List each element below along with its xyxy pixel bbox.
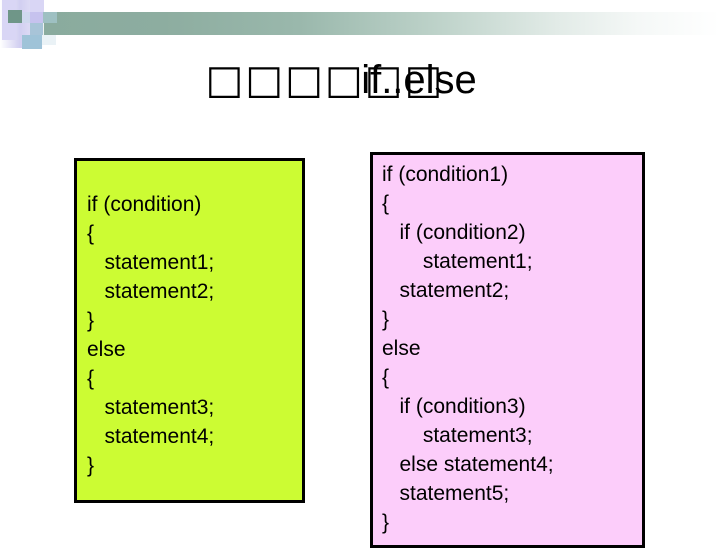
- code-line: {: [87, 367, 95, 390]
- square-teal-overlap: [43, 12, 57, 23]
- code-line: }: [382, 308, 390, 331]
- square-lavender-mid: [30, 12, 43, 23]
- code-line: else: [382, 337, 421, 360]
- square-steelblue-a: [30, 23, 43, 35]
- code-block-if-else-simple: if (condition) { statement1; statement2;}…: [74, 158, 305, 503]
- square-steelblue-b: [22, 12, 30, 23]
- code-line: else statement4;: [382, 453, 554, 476]
- code-line: {: [382, 192, 390, 215]
- page-title-cjk-text: □□□□□□: [205, 57, 445, 103]
- square-blue-lower: [22, 35, 42, 49]
- code-line: {: [382, 366, 390, 389]
- code-line: statement3;: [382, 424, 533, 447]
- code-line: if (condition2): [382, 221, 526, 244]
- code-line: {: [87, 222, 95, 245]
- code-line: statement4;: [87, 425, 215, 448]
- header-decoration: [0, 0, 720, 49]
- header-gradient-bar: [42, 12, 720, 35]
- code-block-if-else-nested: if (condition1) { if (condition2) stateme…: [370, 152, 645, 548]
- square-green-small: [8, 10, 22, 23]
- code-line: statement1;: [87, 251, 215, 274]
- code-line: if (condition): [87, 193, 202, 216]
- code-line: statement3;: [87, 396, 215, 419]
- page-title-latin-text: if..else: [361, 58, 477, 102]
- square-lavender-top: [30, 0, 44, 12]
- code-line: if (condition3): [382, 395, 526, 418]
- code-line: statement1;: [382, 250, 533, 273]
- code-line: else: [87, 338, 126, 361]
- code-line: statement5;: [382, 482, 510, 505]
- code-line: if (condition1): [382, 163, 509, 186]
- code-line: }: [87, 309, 95, 332]
- square-pale-lower: [42, 35, 56, 45]
- code-line: }: [382, 511, 390, 534]
- code-line: }: [87, 454, 95, 477]
- code-line: statement2;: [87, 280, 215, 303]
- code-line: statement2;: [382, 279, 510, 302]
- page-title: □□□□□□ if..else: [0, 52, 720, 108]
